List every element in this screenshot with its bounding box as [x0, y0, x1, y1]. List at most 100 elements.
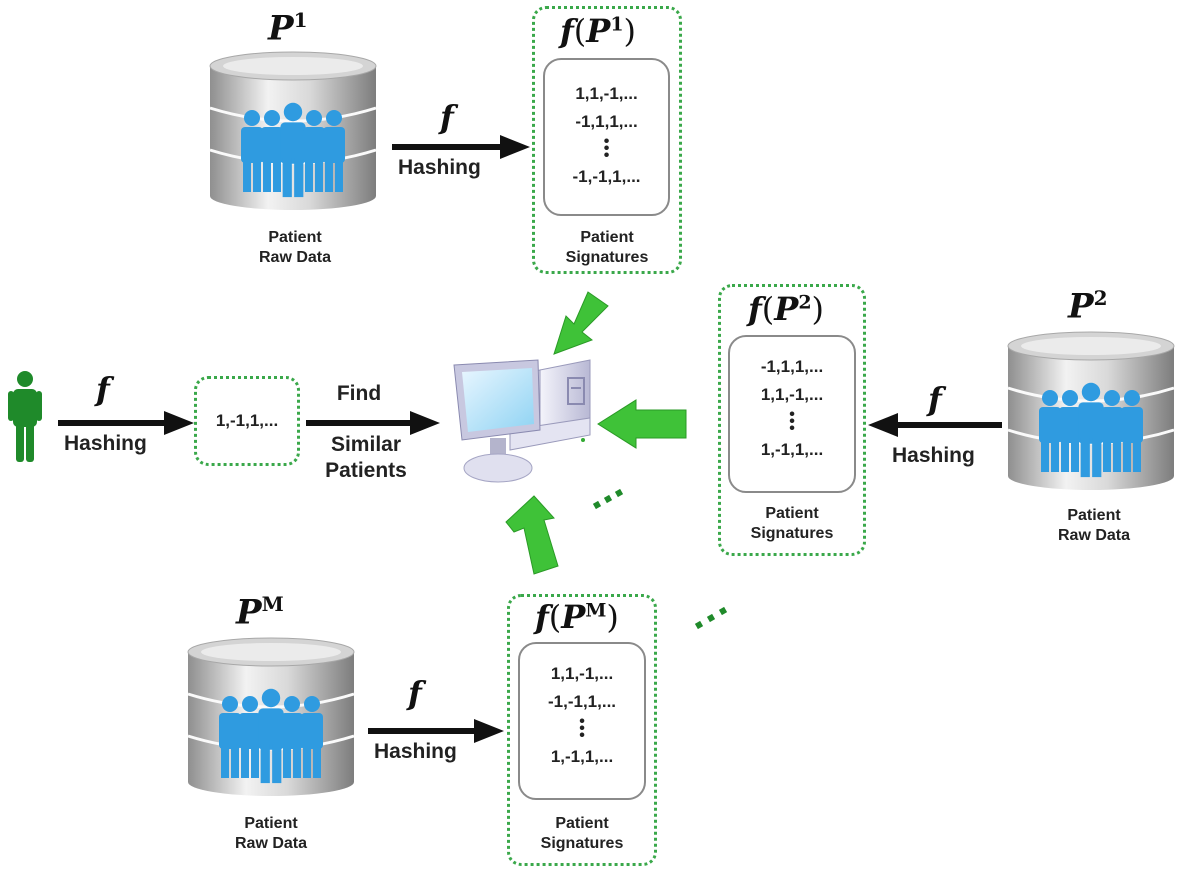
db-p1-caption: Patient Raw Data: [220, 228, 370, 268]
func-symbol: f: [748, 290, 762, 328]
person-figure: [239, 696, 261, 778]
person-figure: [258, 688, 284, 784]
caption-line: Patient: [1067, 507, 1121, 524]
hash-function-label-p2: f: [928, 380, 942, 418]
superscript: 1: [610, 13, 624, 36]
vertical-ellipsis: •••: [789, 406, 795, 437]
db-pm-caption: Patient Raw Data: [196, 814, 346, 854]
signature-group-p2: [718, 284, 866, 556]
person-figure: [281, 696, 303, 778]
query-signature-box: 1,-1,1,...: [194, 376, 300, 466]
green-arrow-from-pm: [505, 495, 559, 575]
signature-group-pm: [507, 594, 657, 866]
hash-function-label-query: f: [96, 370, 110, 408]
db-p1-superscript: 1: [293, 8, 308, 32]
person-figure: [241, 110, 263, 192]
person-figure: [1101, 390, 1123, 472]
caption-line: Signatures: [540, 835, 624, 852]
hashing-label-query: Hashing: [64, 432, 147, 455]
more-signatures-dots: [694, 606, 728, 630]
hashing-label-p2: Hashing: [892, 444, 975, 467]
signature-row: 1,1,-1,...: [575, 84, 638, 103]
superscript: 2: [798, 291, 812, 314]
person-figure: [323, 110, 345, 192]
caption-line: Similar: [330, 433, 402, 456]
db-p2-title: P2: [1068, 286, 1108, 326]
person-figure: [280, 102, 306, 198]
db-pm-symbol: P: [236, 592, 262, 633]
sig-p1-title: f(P1): [560, 12, 637, 50]
computer-server-icon: [453, 359, 591, 483]
vertical-ellipsis: •••: [603, 133, 610, 164]
signature-box-pm: 1,1,-1,... -1,-1,1,... ••• 1,-1,1,...: [518, 642, 646, 800]
db-p2-caption: Patient Raw Data: [1024, 506, 1164, 546]
caption-line: Raw Data: [258, 249, 332, 266]
signature-row: -1,1,1,...: [760, 357, 824, 376]
caption-line: Patient: [244, 815, 298, 832]
green-arrow-from-p1: [553, 291, 609, 355]
hash-function-label-p1: f: [440, 98, 454, 136]
person-figure: [1059, 390, 1081, 472]
caption-line: Patients: [325, 459, 407, 482]
db-pm-superscript: M: [261, 592, 284, 616]
sig-p2-caption: Patient Signatures: [725, 504, 859, 544]
person-figure: [1078, 382, 1104, 478]
func-symbol: f: [560, 12, 574, 50]
vertical-ellipsis: •••: [579, 713, 585, 744]
caption-line: Patient: [765, 505, 819, 522]
caption-line: Patient: [555, 815, 609, 832]
hash-function-label-pm: f: [408, 674, 422, 712]
database-p2-icon: [1004, 330, 1178, 495]
caption-line: Signatures: [565, 249, 649, 266]
person-figure: [261, 110, 283, 192]
signature-row: 1,1,-1,...: [760, 385, 824, 404]
person-figure: [301, 696, 323, 778]
database-pm-icon: [184, 636, 358, 801]
caption-line: Signatures: [750, 525, 834, 542]
sig-p2-title: f(P2): [748, 290, 825, 328]
signature-box-p1: 1,1,-1,... -1,1,1,... ••• -1,-1,1,...: [543, 58, 670, 216]
hash-arrow-pm: [368, 719, 504, 743]
hashing-label-p1: Hashing: [398, 156, 481, 179]
signature-row: 1,-1,1,...: [760, 440, 824, 459]
green-arrow-from-p2: [597, 399, 687, 449]
p-symbol: P: [561, 598, 586, 636]
person-figure: [1039, 390, 1061, 472]
signature-row: -1,-1,1,...: [572, 167, 641, 186]
hash-arrow-query: [58, 411, 194, 435]
p-symbol: P: [586, 12, 611, 50]
sig-pm-caption: Patient Signatures: [515, 814, 649, 854]
sig-pm-title: f(PM): [535, 598, 619, 636]
database-p1-icon: [206, 50, 380, 215]
superscript: M: [585, 599, 607, 622]
signature-row: 1,1,-1,...: [550, 664, 614, 683]
find-arrow: [306, 411, 440, 435]
db-p2-superscript: 2: [1093, 286, 1108, 310]
person-figure: [303, 110, 325, 192]
hash-arrow-p1: [392, 135, 530, 159]
sig-p1-caption: Patient Signatures: [540, 228, 674, 268]
signature-row: 1,-1,1,...: [550, 747, 614, 766]
person-figure: [1121, 390, 1143, 472]
hashing-label-pm: Hashing: [374, 740, 457, 763]
caption-line: Patient: [580, 229, 634, 246]
patient-person-icon: [8, 371, 42, 462]
p-symbol: P: [774, 290, 799, 328]
signature-row: -1,-1,1,...: [547, 692, 617, 711]
caption-line: Patient: [268, 229, 322, 246]
db-pm-title: PM: [236, 592, 284, 632]
find-label: Find: [336, 382, 382, 405]
caption-line: Raw Data: [234, 835, 308, 852]
caption-line: Raw Data: [1057, 527, 1131, 544]
more-sources-dots: [592, 488, 624, 510]
signature-row: -1,1,1,...: [575, 112, 638, 131]
query-signature: 1,-1,1,...: [215, 411, 279, 430]
signature-group-p1: [532, 6, 682, 274]
person-figure: [219, 696, 241, 778]
db-p1-symbol: P: [268, 8, 294, 49]
db-p2-symbol: P: [1068, 286, 1094, 327]
func-symbol: f: [535, 598, 549, 636]
hash-arrow-p2: [868, 413, 1002, 437]
signature-box-p2: -1,1,1,... 1,1,-1,... ••• 1,-1,1,...: [728, 335, 856, 493]
find-similar-caption: Similar Patients: [304, 432, 428, 484]
